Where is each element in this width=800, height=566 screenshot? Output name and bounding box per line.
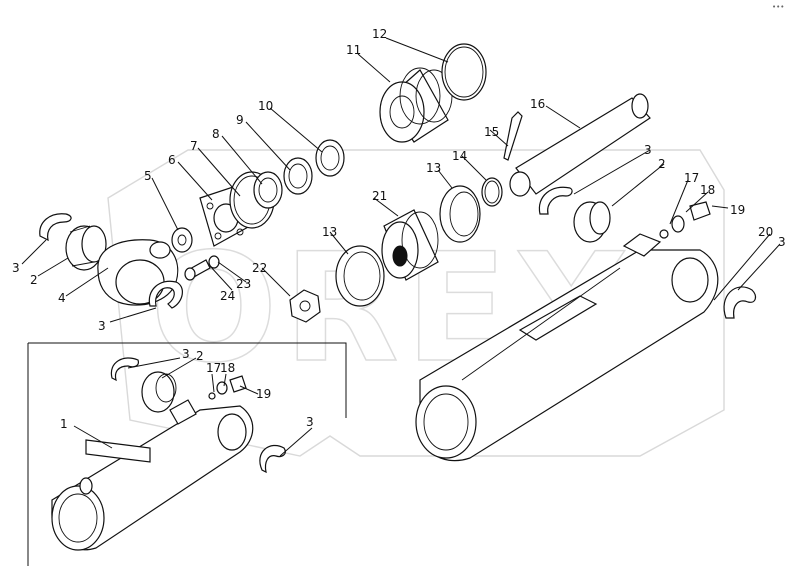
part-snap-ring-3-mid [538,186,573,215]
callout-7: 7 [190,139,198,153]
callout-15: 15 [484,125,499,139]
callout-3-right: 3 [778,235,786,249]
part-o-ring-12 [441,43,487,101]
part-washer-23 [208,255,220,269]
part-ring-9 [283,157,313,195]
part-cotter-pin-15 [503,111,523,161]
callout-5: 5 [144,169,152,183]
callout-17-upper: 17 [684,171,699,185]
part-snap-ring-3-left [39,213,72,242]
callout-6: 6 [168,153,176,167]
part-cylinder-body [415,233,719,462]
callout-18-upper: 18 [700,183,715,197]
part-castle-nut-22 [289,289,321,323]
callout-14: 14 [452,149,467,163]
callout-21: 21 [372,189,387,203]
part-fitting-17-18-19 [659,201,711,239]
callout-22: 22 [252,261,267,275]
leader-lines [21,37,781,457]
part-ring-13-lower [335,245,385,307]
callout-12: 12 [372,27,387,41]
inset-fitting-17-18-19 [208,375,247,400]
callout-3-housing: 3 [98,319,106,333]
part-snap-ring-3-right [723,286,757,319]
callout-1: 1 [60,417,68,431]
inset-cylinder-body [51,399,254,551]
part-bushing-2-right [573,201,611,243]
callout-19-inset: 19 [256,387,271,401]
part-eye-housing-4 [97,239,179,306]
inset-bushing-2 [141,371,177,413]
callout-3-inset-right: 3 [306,415,314,429]
callout-13-upper: 13 [426,161,441,175]
part-piston-rod-16 [509,93,651,197]
inset-snap-ring-3-right [259,444,286,474]
callout-3-left: 3 [12,261,20,275]
part-seal-8 [253,171,283,209]
callout-2-left: 2 [30,273,38,287]
part-snap-ring-3-lower [148,280,183,309]
callout-17-inset: 17 [206,361,221,375]
callout-19-upper: 19 [730,203,745,217]
callout-labels: 12 11 10 9 8 7 6 5 16 15 14 13 21 13 22 … [12,27,786,431]
part-bushing-2-left [65,225,107,271]
callout-8: 8 [212,127,220,141]
part-washer-5 [171,227,193,253]
callout-3-rod: 3 [644,143,652,157]
callout-13-lower: 13 [322,225,337,239]
part-ring-10 [315,139,345,177]
callout-10: 10 [258,99,273,113]
callout-16: 16 [530,97,545,111]
part-ring-13-upper [439,185,481,243]
part-bolt-24 [184,259,211,281]
callout-24: 24 [220,289,235,303]
callout-9: 9 [236,113,244,127]
callout-4: 4 [58,291,66,305]
inset-frame [27,342,347,566]
callout-18-inset: 18 [220,361,235,375]
part-piston-21 [381,209,439,281]
part-o-ring-14 [481,177,503,207]
corner-mark: ••• [772,3,784,11]
callout-3-inset: 3 [182,347,190,361]
callout-2-right: 2 [658,157,666,171]
callout-11: 11 [346,43,361,57]
part-gland-11 [379,67,453,143]
callout-20: 20 [758,225,773,239]
callout-2-inset: 2 [196,349,204,363]
callout-23: 23 [236,277,251,291]
